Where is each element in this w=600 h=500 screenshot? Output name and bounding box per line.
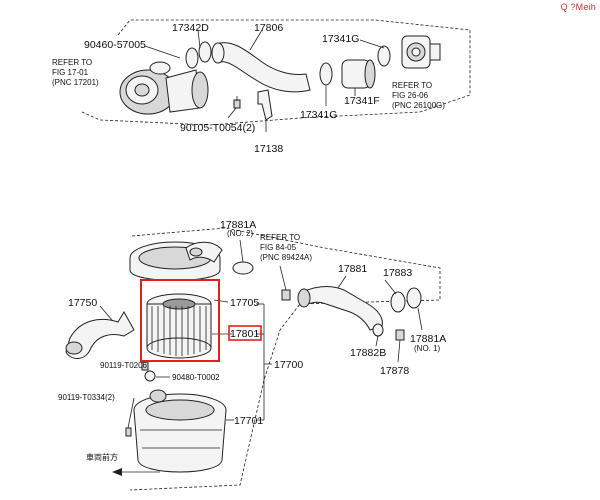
label-17881a-bottom: 17881A bbox=[410, 333, 446, 345]
front-direction-arrow bbox=[112, 468, 160, 476]
turbocharger-illustration bbox=[119, 61, 209, 115]
bracket-illustration bbox=[257, 89, 273, 121]
label-17801-highlight bbox=[228, 325, 262, 341]
label-17801: 17801 bbox=[230, 328, 259, 340]
air-cleaner-cap-illustration bbox=[129, 241, 223, 281]
label-17878: 17878 bbox=[380, 365, 409, 377]
bolt-illustration bbox=[233, 96, 241, 109]
label-17882b: 17882B bbox=[350, 347, 386, 359]
refer-26-line1: REFER TO bbox=[392, 81, 432, 90]
label-90460-57005: 90460-57005 bbox=[84, 39, 146, 51]
clamp-17883-illustration bbox=[390, 291, 406, 313]
clamp-17341g-right bbox=[377, 45, 391, 67]
bolt-90119-t0334 bbox=[125, 427, 132, 437]
hose-clamp-illustration bbox=[185, 41, 212, 69]
bracket-refer84-illustration bbox=[281, 289, 291, 301]
label-17705: 17705 bbox=[230, 297, 259, 309]
duct-17750-mouth bbox=[65, 341, 83, 355]
label-no2: (NO. 2) bbox=[227, 229, 254, 238]
part-17882b-illustration bbox=[372, 323, 384, 337]
label-17341g-top: 17341G bbox=[322, 33, 359, 45]
label-17750: 17750 bbox=[68, 297, 97, 309]
label-90105-t0054: 90105-T0054(2) bbox=[180, 122, 255, 134]
air-filter-element-illustration bbox=[146, 293, 212, 359]
label-17700: 17700 bbox=[274, 359, 303, 371]
hose-17881-end bbox=[297, 288, 311, 308]
refer-84-line3: (PNC 89424A) bbox=[260, 253, 312, 262]
label-17881: 17881 bbox=[338, 263, 367, 275]
label-17806: 17806 bbox=[254, 22, 283, 34]
label-90119-t0334: 90119-T0334(2) bbox=[58, 393, 115, 402]
air-cleaner-case-illustration bbox=[133, 389, 227, 473]
refer-17-line2: FIG 17-01 bbox=[52, 68, 89, 77]
label-no1: (NO. 1) bbox=[414, 344, 441, 353]
label-front-direction: 車両前方 bbox=[86, 452, 118, 462]
air-duct-17750-illustration bbox=[65, 311, 135, 359]
top-group-dashed-outline bbox=[81, 19, 471, 126]
refer-26-line3: (PNC 26100G) bbox=[392, 101, 445, 110]
refer-17-line3: (PNC 17201) bbox=[52, 78, 99, 87]
label-17138: 17138 bbox=[254, 143, 283, 155]
clip-90480-t0002 bbox=[144, 370, 156, 382]
label-17883: 17883 bbox=[383, 267, 412, 279]
clamp-17341g-left bbox=[319, 62, 333, 86]
throttle-body-illustration bbox=[401, 35, 441, 69]
refer-26-line2: FIG 26-06 bbox=[392, 91, 429, 100]
label-90119-t0206: 90119-T0206 bbox=[100, 361, 148, 370]
refer-84-line1: REFER TO bbox=[260, 233, 300, 242]
part-17878-illustration bbox=[395, 329, 405, 341]
intake-pipe-illustration bbox=[215, 42, 311, 93]
hose-17341f-end bbox=[364, 59, 376, 89]
refer-84-line2: FIG 84-05 bbox=[260, 243, 297, 252]
refer-17-line1: REFER TO bbox=[52, 58, 92, 67]
intake-pipe-end bbox=[211, 42, 225, 64]
clamp-17881a-no1-illustration bbox=[406, 287, 422, 309]
watermark-text: Q ?Meih bbox=[560, 2, 596, 12]
label-17341g-bottom: 17341G bbox=[300, 109, 337, 121]
label-17881a-top: 17881A bbox=[220, 219, 256, 231]
label-17342d: 17342D bbox=[172, 22, 209, 34]
label-17701: 17701 bbox=[234, 415, 263, 427]
clamp-17881a-no2-illustration bbox=[232, 261, 254, 275]
hose-17881-illustration bbox=[301, 285, 383, 331]
filter-highlight-box bbox=[140, 279, 220, 362]
label-90480-t0002: 90480-T0002 bbox=[172, 373, 220, 382]
label-17341f: 17341F bbox=[344, 95, 380, 107]
